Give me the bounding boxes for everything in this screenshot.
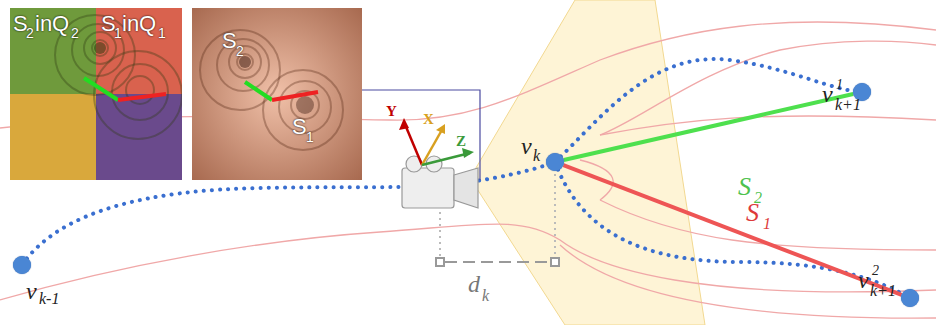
vertex-label: 2 — [872, 264, 879, 278]
vertex-label: v — [858, 268, 869, 292]
inset-label: 2 — [236, 44, 244, 58]
vertex-dot: v1k+1 — [853, 83, 871, 101]
segment-label: 1 — [763, 216, 771, 232]
inset-label: inQ — [35, 13, 69, 35]
inset-label: S — [292, 116, 307, 138]
segment-label: S — [746, 200, 759, 226]
inset-label: inQ — [122, 13, 156, 35]
vertex-label: v — [521, 134, 532, 158]
inset-label: S — [101, 13, 116, 35]
vertex-dot: v2k+1 — [901, 289, 919, 307]
vertex-label: k+1 — [835, 97, 861, 113]
inset-label: 1 — [114, 26, 122, 40]
vertex-label: k — [533, 148, 540, 164]
axis-label: Y — [386, 104, 397, 119]
vertex-label: k+1 — [870, 283, 896, 299]
inset-label: 1 — [158, 26, 166, 40]
vertex-label: v — [822, 82, 833, 106]
vertex-dot: vk — [546, 153, 564, 171]
inset-label: 1 — [306, 130, 314, 144]
inset-label: S — [222, 30, 237, 52]
vertex-label: v — [26, 279, 37, 303]
inset-label: 2 — [71, 26, 79, 40]
inset-label: S — [13, 13, 28, 35]
vertex-dot: vk-1 — [13, 256, 31, 274]
vertex-label: 1 — [836, 78, 843, 92]
segment-label: S — [738, 174, 751, 200]
vertex-label: k-1 — [39, 291, 59, 307]
inset-label: 2 — [26, 26, 34, 40]
dimension-label: d — [468, 272, 480, 296]
segment-line — [563, 165, 901, 295]
segment-line — [564, 94, 853, 160]
axis-label: X — [423, 112, 434, 127]
dimension-label: k — [482, 288, 489, 304]
axis-label: Z — [456, 134, 466, 149]
